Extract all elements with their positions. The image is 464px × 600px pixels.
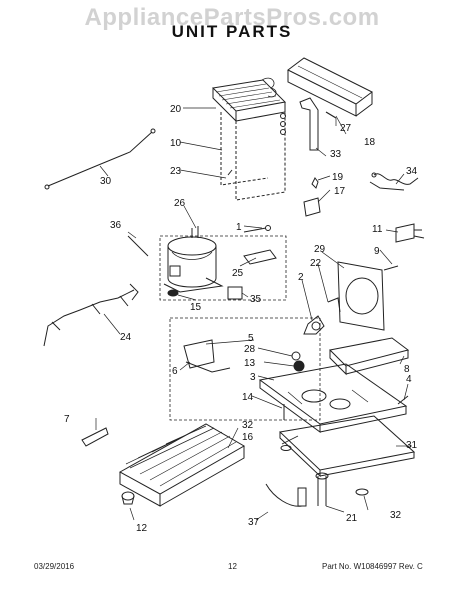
- callout-33: 33: [330, 149, 342, 160]
- cover-31: [278, 415, 416, 478]
- callout-26: 26: [174, 198, 186, 209]
- page-title: UNIT PARTS: [171, 22, 293, 41]
- small-parts: [303, 177, 425, 271]
- screw-1: [243, 225, 271, 233]
- callout-5: 5: [248, 333, 254, 344]
- callout-18: 18: [364, 137, 376, 148]
- callout-24: 24: [120, 332, 132, 343]
- callout-13: 13: [244, 358, 256, 369]
- callout-32-bottom: 32: [390, 510, 402, 521]
- callout-14: 14: [242, 392, 254, 403]
- callout-20: 20: [170, 104, 182, 115]
- callout-labels: 20 10 23 33 27 18 30 19 17 34 26 1 36 11…: [64, 104, 418, 534]
- footer-page-number: 12: [228, 562, 237, 571]
- base-plate-3: [258, 363, 409, 433]
- bracket-5-6: [183, 339, 231, 373]
- callout-36: 36: [110, 220, 122, 231]
- callout-28: 28: [244, 344, 256, 355]
- wire-harness-30: [44, 128, 156, 190]
- tube-7: [81, 427, 109, 447]
- callout-8: 8: [404, 364, 410, 375]
- callout-3: 3: [250, 372, 256, 383]
- overload-35: [227, 286, 243, 300]
- fan-assembly: [303, 261, 385, 335]
- condenser-coil-16: [118, 423, 246, 507]
- callout-37: 37: [248, 517, 260, 528]
- parts-28-13: [291, 351, 305, 372]
- compressor-illustration: [163, 226, 224, 293]
- callout-19: 19: [332, 172, 344, 183]
- callout-35: 35: [250, 294, 262, 305]
- callout-12: 12: [136, 523, 148, 534]
- base-dashed-box: [169, 317, 321, 421]
- leader-lines: [95, 107, 412, 521]
- shroud-illustration: [287, 57, 373, 151]
- footer-date: 03/29/2016: [34, 562, 75, 571]
- callout-34: 34: [406, 166, 418, 177]
- footer-part-number: Part No. W10846997 Rev. C: [322, 562, 423, 571]
- callout-15: 15: [190, 302, 202, 313]
- callout-32-top: 32: [242, 420, 254, 431]
- callout-27: 27: [340, 123, 352, 134]
- grommet-15: [167, 289, 179, 297]
- callout-30: 30: [100, 176, 112, 187]
- callout-9: 9: [374, 246, 380, 257]
- callout-2: 2: [298, 272, 304, 283]
- parts-21-37-32: [265, 472, 369, 507]
- watermark: AppliancePartsPros.com: [84, 4, 380, 31]
- screw-36: [127, 235, 149, 257]
- callout-10: 10: [170, 138, 182, 149]
- callout-25: 25: [232, 268, 244, 279]
- wire-harness-24: [43, 283, 139, 347]
- callout-4: 4: [406, 374, 412, 385]
- compressor-dashed-box: [159, 235, 287, 301]
- callout-22: 22: [310, 258, 322, 269]
- callout-6: 6: [172, 366, 178, 377]
- callout-7: 7: [64, 414, 70, 425]
- callout-1: 1: [236, 222, 242, 233]
- drain-tray-8: [328, 337, 410, 376]
- foot-12: [121, 491, 135, 505]
- callout-31: 31: [406, 440, 418, 451]
- relay-25: [243, 249, 277, 265]
- callout-17: 17: [334, 186, 346, 197]
- wire-harness-34: [369, 172, 419, 191]
- callout-29: 29: [314, 244, 326, 255]
- callout-11: 11: [372, 224, 383, 235]
- callout-23: 23: [170, 166, 182, 177]
- condenser-illustration: [211, 77, 287, 201]
- callout-16: 16: [242, 432, 254, 443]
- callout-21: 21: [346, 513, 358, 524]
